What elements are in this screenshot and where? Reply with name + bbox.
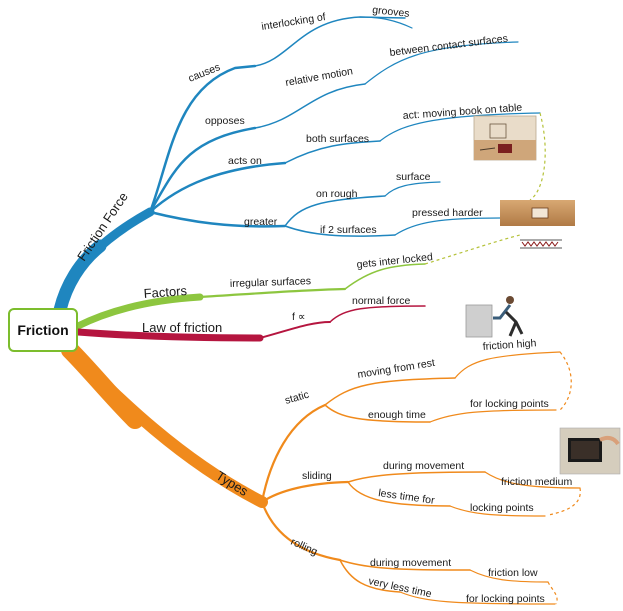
edge-causes xyxy=(148,64,257,214)
edge-moving-from-rest xyxy=(324,377,456,406)
edge-acts-on xyxy=(148,161,287,214)
edge-friction-medium xyxy=(484,471,581,489)
branch-friction-force xyxy=(53,16,541,317)
law-trunk xyxy=(74,328,264,342)
edge-for-locking-1 xyxy=(429,409,557,423)
gets-inter-locked-label: gets inter locked xyxy=(356,251,433,271)
edge-irregular-surfaces xyxy=(198,287,347,299)
factors-trunk xyxy=(74,293,204,330)
branch-law xyxy=(74,305,426,342)
friction-low-label: friction low xyxy=(488,567,538,579)
interlocking-label: interlocking of xyxy=(261,11,327,33)
law-of-friction-label: Law of friction xyxy=(142,320,222,335)
branch-factors xyxy=(74,263,426,330)
during-movement-2-label: during movement xyxy=(370,557,451,569)
sliding-book-image xyxy=(559,427,621,475)
image-connectors xyxy=(424,112,581,605)
edge-act-moving xyxy=(379,112,541,142)
friction-high-label: friction high xyxy=(482,337,537,353)
edge-interlocking xyxy=(254,16,406,67)
edge-pressed-harder xyxy=(394,217,501,236)
greater-label: greater xyxy=(244,216,278,228)
edge-during-movement-1 xyxy=(347,471,486,483)
edge-normal-force xyxy=(329,305,426,323)
edge-rolling xyxy=(260,500,342,562)
on-rough-label: on rough xyxy=(316,188,358,200)
edge-surface xyxy=(384,181,441,197)
edge-on-rough xyxy=(284,195,386,227)
for-locking-points-1-label: for locking points xyxy=(470,398,549,410)
grooves-label: grooves xyxy=(372,4,410,20)
edge-if-2-surfaces xyxy=(284,225,396,237)
very-less-time-label: very less time xyxy=(367,575,432,600)
rolling-label: rolling xyxy=(289,536,320,558)
edge-gets-inter-locked xyxy=(344,263,426,290)
relative-motion-label: relative motion xyxy=(284,65,353,89)
irregular-surfaces-label: irregular surfaces xyxy=(230,275,311,290)
locking-points-label: locking points xyxy=(470,502,534,514)
edge-f-prop xyxy=(259,321,331,339)
both-surfaces-label: both surfaces xyxy=(306,133,369,145)
edge-friction-low xyxy=(469,569,549,583)
edge-for-locking-2 xyxy=(399,591,556,605)
edge-both-surfaces xyxy=(284,140,381,164)
opposes-label: opposes xyxy=(205,115,245,127)
man-pushing-box-image xyxy=(465,296,524,338)
enough-time-label: enough time xyxy=(368,409,426,421)
edge-friction-high xyxy=(454,351,561,379)
root-label: Friction xyxy=(17,322,69,338)
book-on-table-image xyxy=(473,115,537,161)
surface-label: surface xyxy=(396,171,431,183)
edge-sliding xyxy=(260,480,350,504)
causes-label: causes xyxy=(187,61,222,85)
between-contact-label: between contact surfaces xyxy=(389,33,509,59)
static-label: static xyxy=(284,389,311,407)
factors-label: Factors xyxy=(143,283,188,301)
for-locking-points-2-label: for locking points xyxy=(466,593,545,605)
edge-grooves xyxy=(359,16,413,29)
f-proportional-label: f ∝ xyxy=(292,311,305,323)
normal-force-label: normal force xyxy=(352,295,411,307)
types-label: Types xyxy=(213,468,251,499)
edge-less-time xyxy=(347,481,451,507)
during-movement-1-label: during movement xyxy=(383,460,464,472)
edge-locking-points xyxy=(449,505,546,517)
pressed-blocks-image xyxy=(500,200,575,249)
edge-enough-time xyxy=(324,404,431,423)
edge-during-movement-2 xyxy=(339,559,471,571)
branch-types xyxy=(61,341,581,605)
root-node: Friction xyxy=(8,308,78,352)
edge-opposes xyxy=(148,126,257,214)
sliding-label: sliding xyxy=(302,470,332,482)
pressed-harder-label: pressed harder xyxy=(412,207,483,219)
moving-from-rest-label: moving from rest xyxy=(357,357,436,381)
edge-relative-motion xyxy=(254,83,366,129)
acts-on-label: acts on xyxy=(228,155,262,167)
edge-between-contact xyxy=(364,41,519,85)
edge-static xyxy=(260,403,327,504)
edge-greater xyxy=(148,210,287,228)
edge-very-less-time xyxy=(339,559,401,593)
if-2-surfaces-label: if 2 surfaces xyxy=(320,224,377,236)
friction-medium-label: friction medium xyxy=(501,476,572,488)
